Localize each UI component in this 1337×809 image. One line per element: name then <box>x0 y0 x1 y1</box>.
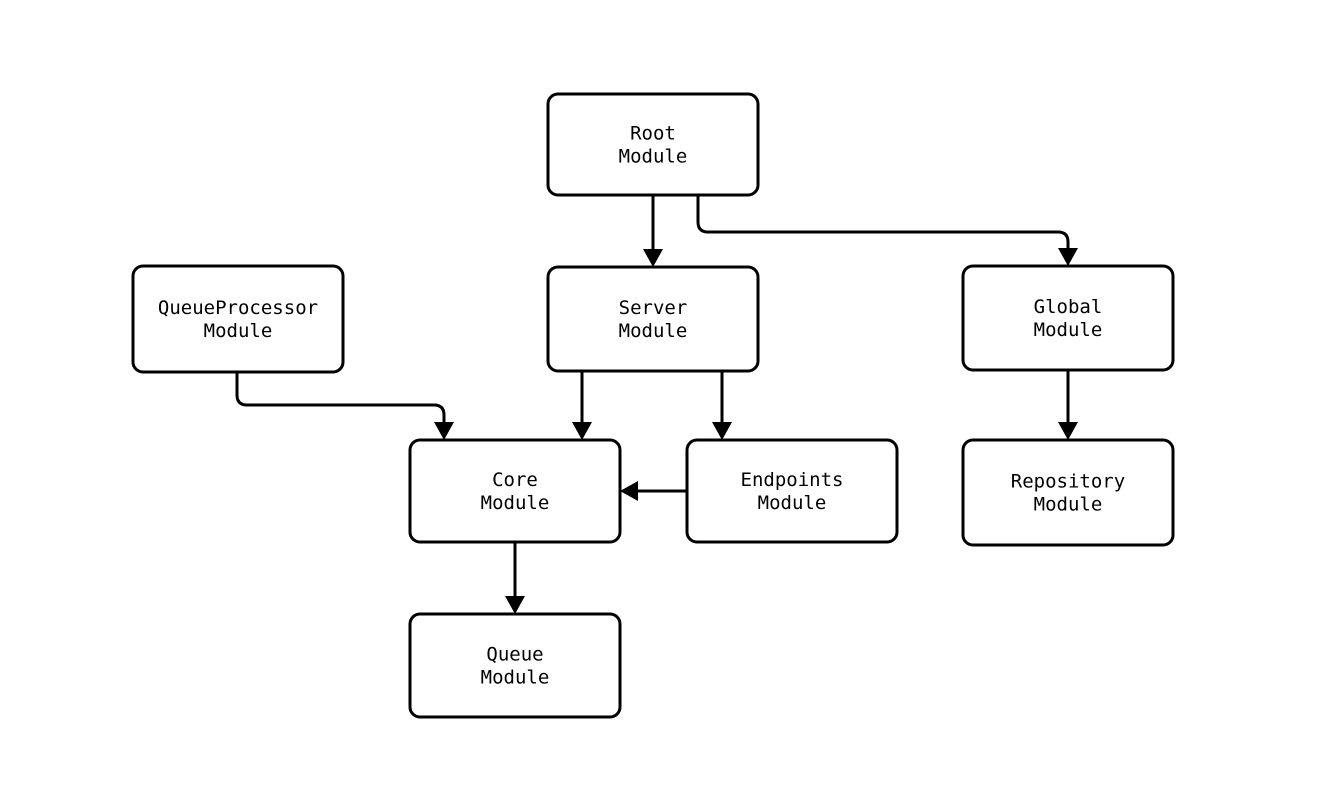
edge-root-to-server <box>643 195 663 267</box>
node-label-line2: Module <box>481 492 550 514</box>
arrowhead-icon <box>620 481 638 501</box>
edge-core-to-queue <box>505 542 525 614</box>
node-box[interactable] <box>546 265 760 373</box>
node-label-line1: Core <box>492 469 538 491</box>
node-label-line1: Endpoints <box>741 469 844 491</box>
node-label-line2: Module <box>204 320 273 342</box>
node-label-line2: Module <box>619 145 688 167</box>
node-box[interactable] <box>685 438 899 544</box>
arrowhead-icon <box>1058 248 1078 266</box>
arrowhead-icon <box>572 422 592 440</box>
edge-server-to-endpoints <box>712 371 732 440</box>
edge-root-to-global <box>696 195 1078 266</box>
node-box[interactable] <box>408 438 622 544</box>
edge-queueprocessor-to-core <box>235 372 454 440</box>
arrowhead-icon <box>505 596 525 614</box>
edge-line <box>235 372 446 424</box>
node-label-line2: Module <box>481 666 550 688</box>
node-label-line1: Queue <box>486 643 543 665</box>
node-label-line1: Server <box>619 297 688 319</box>
edge-server-to-core <box>572 371 592 440</box>
node-box[interactable] <box>408 612 622 719</box>
node-box[interactable] <box>546 92 760 197</box>
node-box[interactable] <box>961 438 1175 547</box>
node-label-line2: Module <box>758 492 827 514</box>
node-label-line1: Global <box>1034 296 1103 318</box>
edge-line <box>696 195 1070 250</box>
edges-layer <box>235 195 1078 614</box>
node-label-line1: QueueProcessor <box>158 297 318 319</box>
node-box[interactable] <box>961 264 1175 372</box>
arrowhead-icon <box>643 249 663 267</box>
node-label-line2: Module <box>619 320 688 342</box>
edge-global-to-repository <box>1058 370 1078 440</box>
node-label-line2: Module <box>1034 319 1103 341</box>
arrowhead-icon <box>434 422 454 440</box>
node-label-line1: Repository <box>1011 470 1125 492</box>
arrowhead-icon <box>1058 422 1078 440</box>
node-label-line2: Module <box>1034 493 1103 515</box>
edge-endpoints-to-core <box>620 481 687 501</box>
node-box[interactable] <box>131 264 345 374</box>
node-label-line1: Root <box>630 122 676 144</box>
arrowhead-icon <box>712 422 732 440</box>
